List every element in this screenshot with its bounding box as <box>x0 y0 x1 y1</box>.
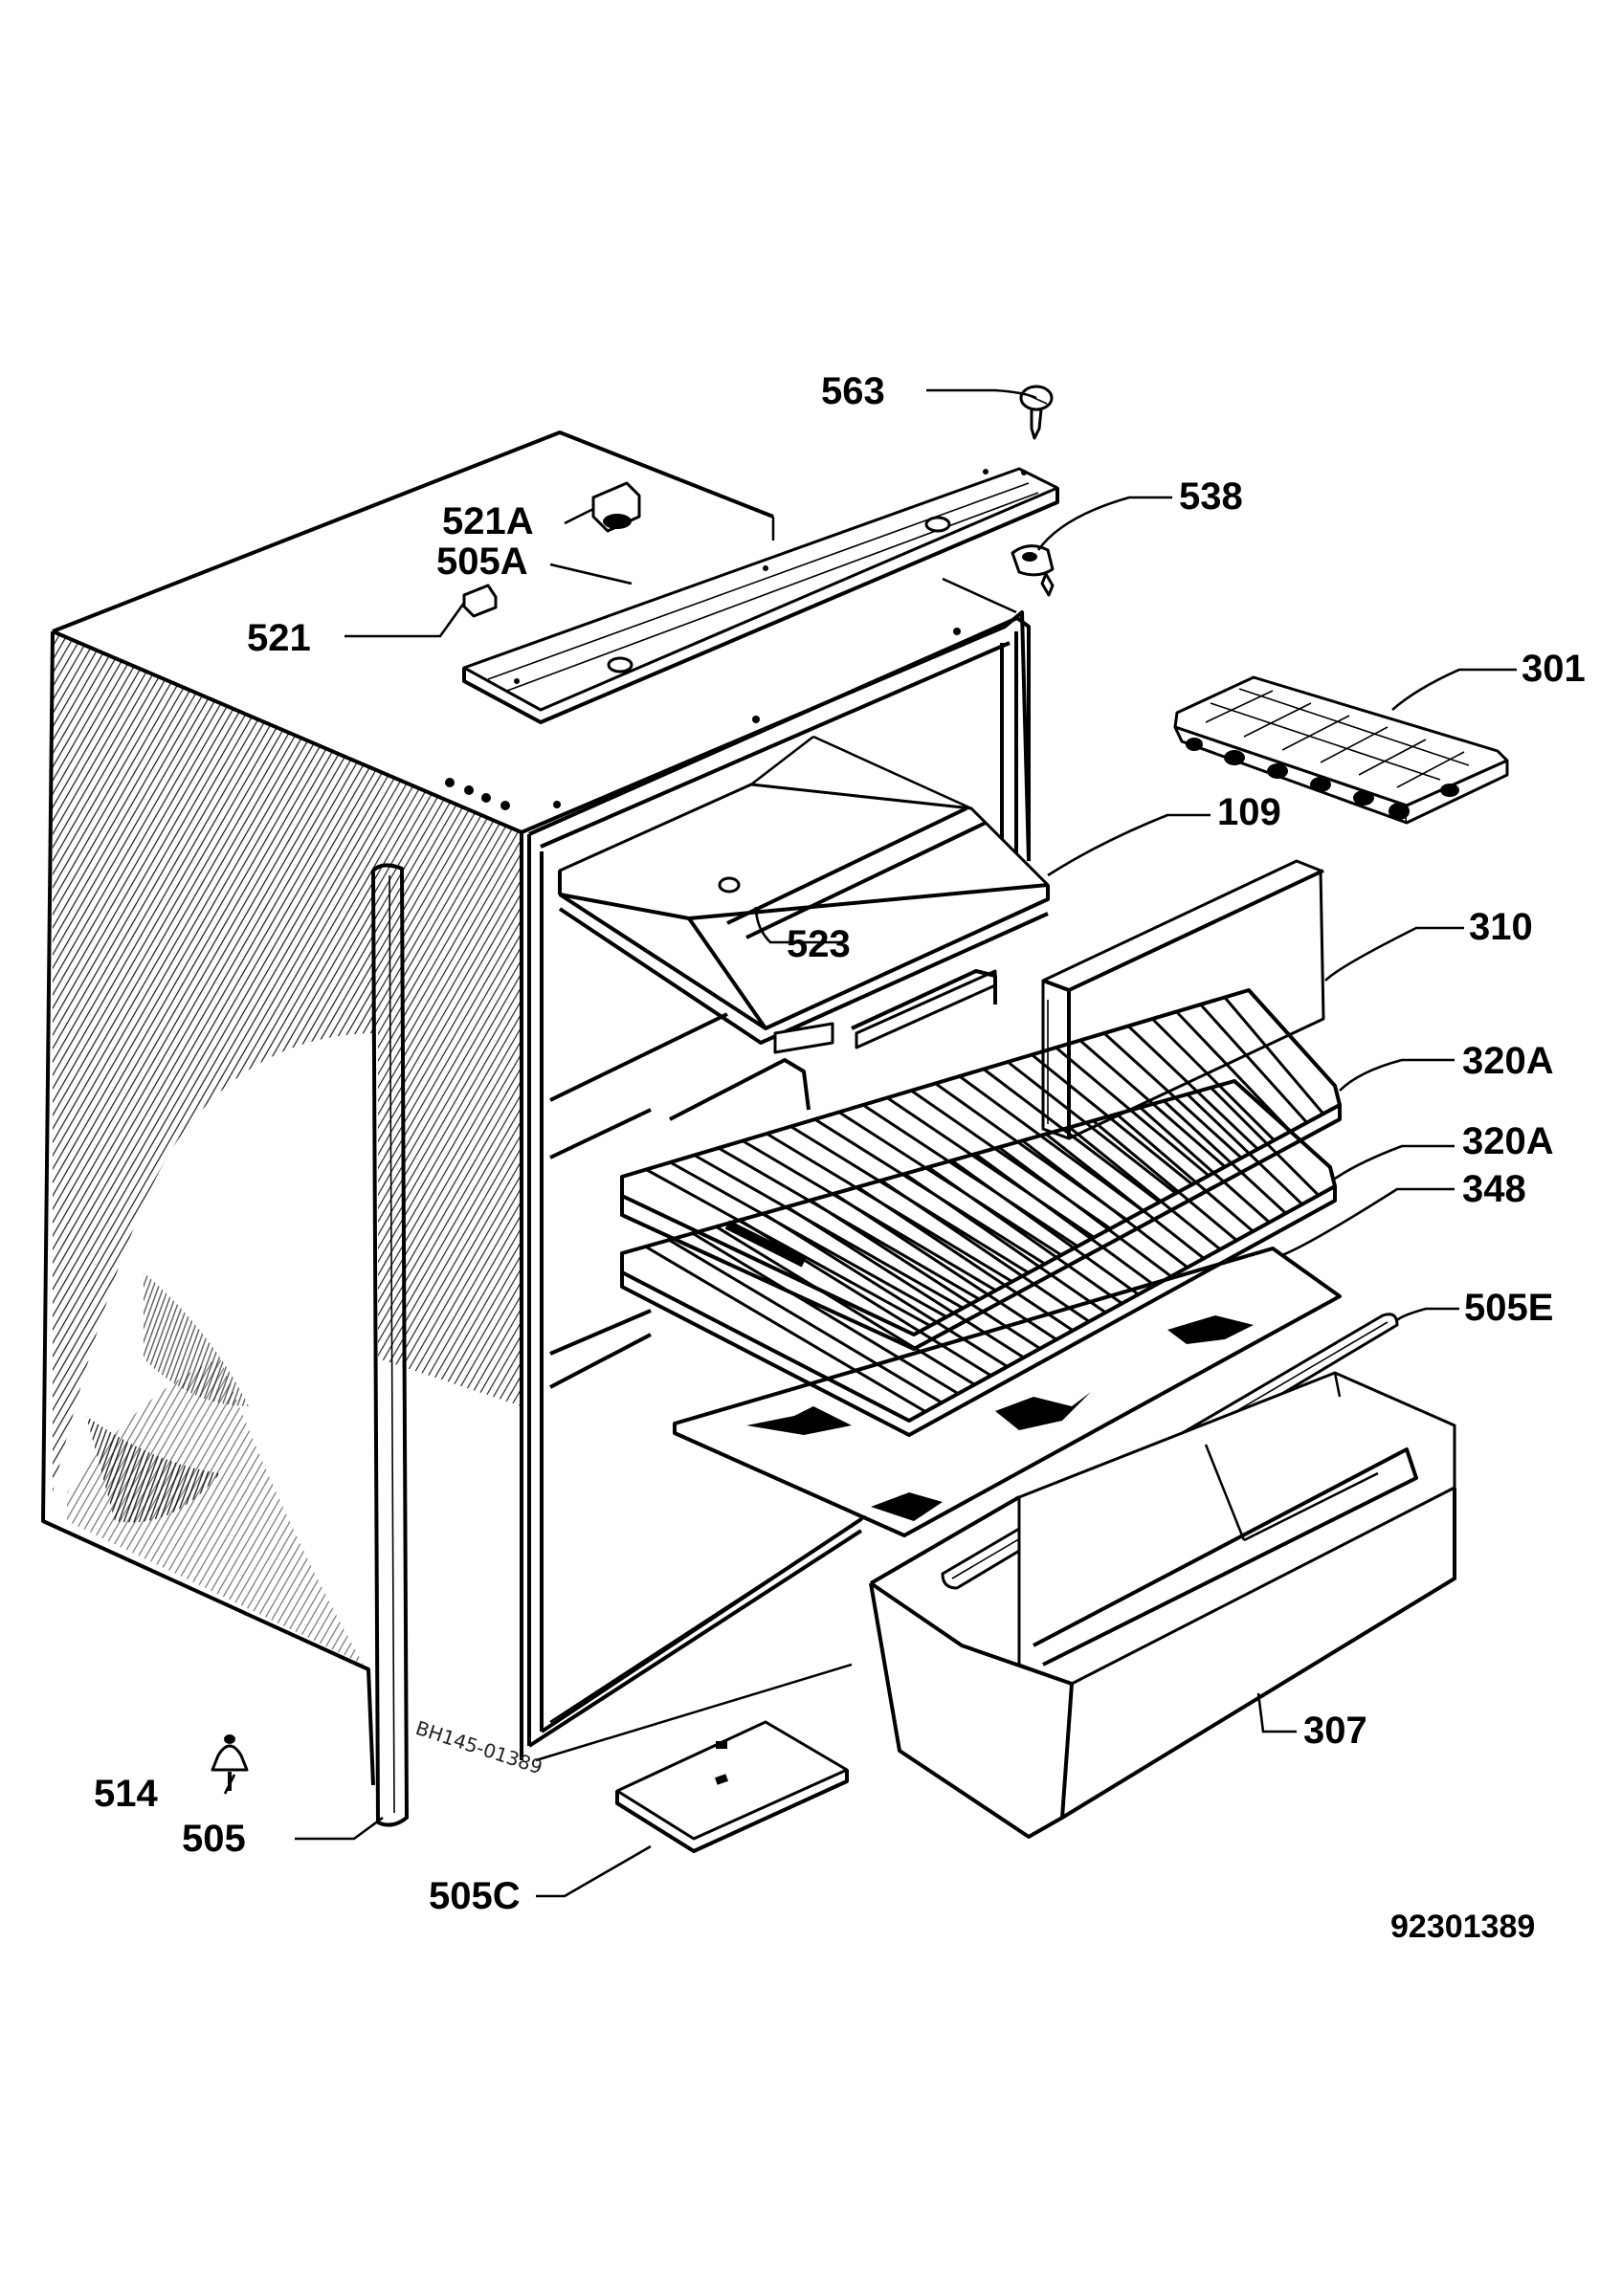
wire-shelf-lower <box>620 1079 1337 1437</box>
label-514: 514 <box>94 1773 158 1815</box>
crisper-cover <box>773 969 997 1054</box>
cabinet-side-shading <box>53 631 378 1492</box>
label-538: 538 <box>1179 475 1243 518</box>
cabinet <box>41 430 1031 1786</box>
label-320A-upper: 320A <box>1462 1040 1554 1082</box>
ice-cube-tray <box>1173 675 1509 825</box>
label-348: 348 <box>1462 1168 1526 1210</box>
adjustable-foot <box>211 1734 249 1791</box>
label-307: 307 <box>1303 1710 1367 1752</box>
drip-tray <box>558 735 1050 1045</box>
label-563: 563 <box>821 370 885 412</box>
glass-shelf <box>673 1247 1342 1537</box>
label-505A: 505A <box>436 541 528 583</box>
label-310: 310 <box>1469 906 1533 948</box>
hinge-pin-538 <box>1011 544 1055 597</box>
label-505E: 505E <box>1464 1287 1553 1329</box>
drawing-number: 92301389 <box>1390 1909 1535 1945</box>
label-521: 521 <box>247 617 311 659</box>
leader-lines <box>223 388 1517 1898</box>
label-505C: 505C <box>429 1875 521 1917</box>
handwritten-code: BH145-01389 <box>412 1716 544 1778</box>
label-320A-lower: 320A <box>1462 1120 1554 1162</box>
door-seal-strip <box>371 863 409 1827</box>
cover-cap-521 <box>462 584 498 618</box>
top-hinge-bracket <box>462 467 1059 724</box>
label-301: 301 <box>1522 648 1586 690</box>
label-109: 109 <box>1217 791 1281 833</box>
label-505: 505 <box>182 1818 246 1860</box>
cover-cap-521A <box>591 481 641 533</box>
crisper-drawer <box>869 1371 1456 1839</box>
bottom-plinth <box>615 1720 849 1853</box>
label-521A: 521A <box>442 500 534 542</box>
label-523: 523 <box>787 923 851 965</box>
part-labels: 563 538 521A 505A 521 301 109 523 310 32… <box>94 370 1586 1945</box>
